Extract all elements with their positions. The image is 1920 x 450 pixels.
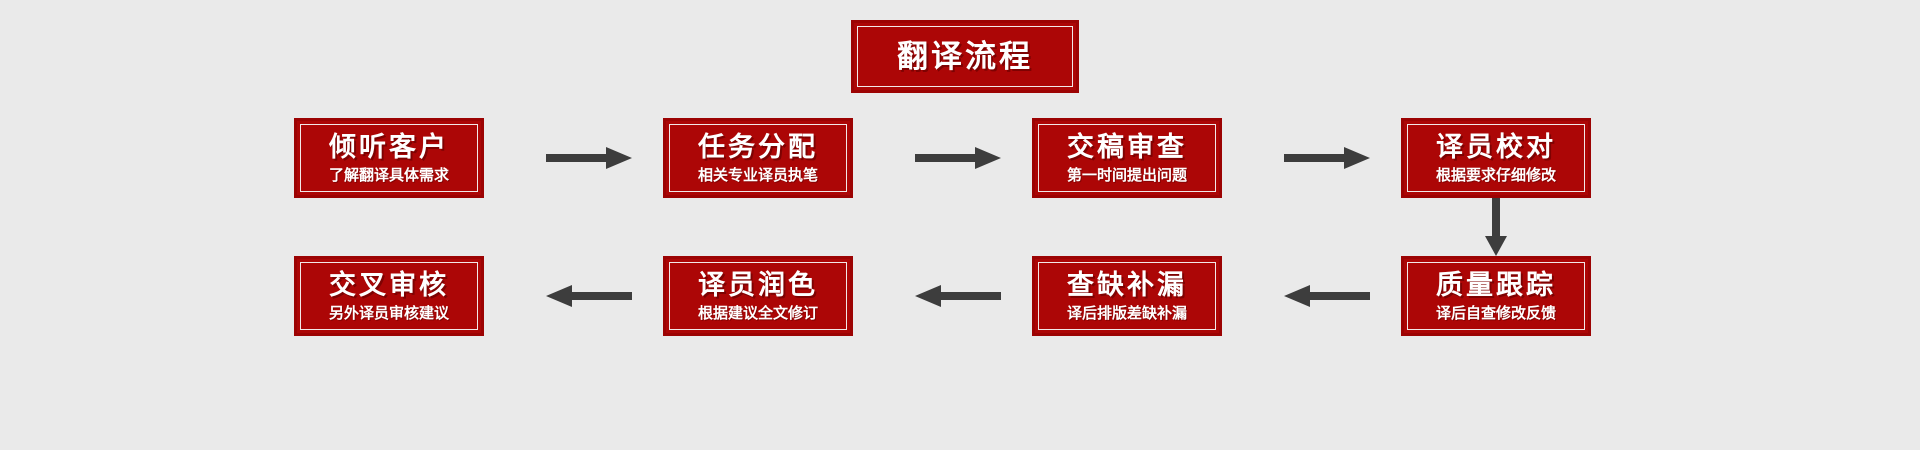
flow-node-title: 质量跟踪 — [1436, 269, 1556, 300]
flow-node-title: 交叉审核 — [329, 269, 449, 300]
flow-node-subtitle: 了解翻译具体需求 — [328, 166, 449, 184]
flow-node-quality-tracking[interactable]: 质量跟踪 译后自查修改反馈 — [1401, 256, 1591, 336]
flow-node-subtitle: 译后自查修改反馈 — [1435, 304, 1556, 322]
arrow-left-icon — [915, 283, 1001, 309]
flow-node-subtitle: 根据要求仔细修改 — [1435, 166, 1556, 184]
arrow-left-icon — [1284, 283, 1370, 309]
flowchart-title-text: 翻译流程 — [897, 39, 1033, 74]
arrow-right-icon — [546, 145, 632, 171]
flow-node-task-assignment[interactable]: 任务分配 相关专业译员执笔 — [663, 118, 853, 198]
flow-node-title: 交稿审查 — [1067, 131, 1187, 162]
flow-node-inner: 任务分配 相关专业译员执笔 — [669, 124, 847, 192]
flow-node-inner: 质量跟踪 译后自查修改反馈 — [1407, 262, 1585, 330]
flow-node-gap-filling[interactable]: 查缺补漏 译后排版差缺补漏 — [1032, 256, 1222, 336]
flow-node-inner: 倾听客户 了解翻译具体需求 — [300, 124, 478, 192]
flowchart-title-box: 翻译流程 — [851, 20, 1079, 93]
flow-node-listen-client[interactable]: 倾听客户 了解翻译具体需求 — [294, 118, 484, 198]
arrow-right-icon — [1284, 145, 1370, 171]
flow-node-translator-polishing[interactable]: 译员润色 根据建议全文修订 — [663, 256, 853, 336]
flowchart-title-inner: 翻译流程 — [857, 26, 1073, 87]
arrow-down-icon — [1483, 198, 1509, 256]
flow-node-subtitle: 相关专业译员执笔 — [697, 166, 818, 184]
flow-node-translator-proofreading[interactable]: 译员校对 根据要求仔细修改 — [1401, 118, 1591, 198]
flow-node-cross-review[interactable]: 交叉审核 另外译员审核建议 — [294, 256, 484, 336]
arrow-left-icon — [546, 283, 632, 309]
arrow-right-icon — [915, 145, 1001, 171]
flow-node-title: 任务分配 — [698, 131, 818, 162]
flow-node-title: 查缺补漏 — [1067, 269, 1187, 300]
flow-node-inner: 译员润色 根据建议全文修订 — [669, 262, 847, 330]
flow-node-inner: 译员校对 根据要求仔细修改 — [1407, 124, 1585, 192]
flow-node-title: 译员润色 — [698, 269, 818, 300]
flow-node-title: 倾听客户 — [329, 131, 449, 162]
flow-node-submission-review[interactable]: 交稿审查 第一时间提出问题 — [1032, 118, 1222, 198]
flow-node-title: 译员校对 — [1436, 131, 1556, 162]
flow-node-subtitle: 另外译员审核建议 — [328, 304, 449, 322]
flow-node-subtitle: 译后排版差缺补漏 — [1066, 304, 1187, 322]
flow-node-subtitle: 第一时间提出问题 — [1066, 166, 1187, 184]
flow-node-subtitle: 根据建议全文修订 — [697, 304, 818, 322]
flow-node-inner: 交叉审核 另外译员审核建议 — [300, 262, 478, 330]
flow-node-inner: 查缺补漏 译后排版差缺补漏 — [1038, 262, 1216, 330]
flow-node-inner: 交稿审查 第一时间提出问题 — [1038, 124, 1216, 192]
